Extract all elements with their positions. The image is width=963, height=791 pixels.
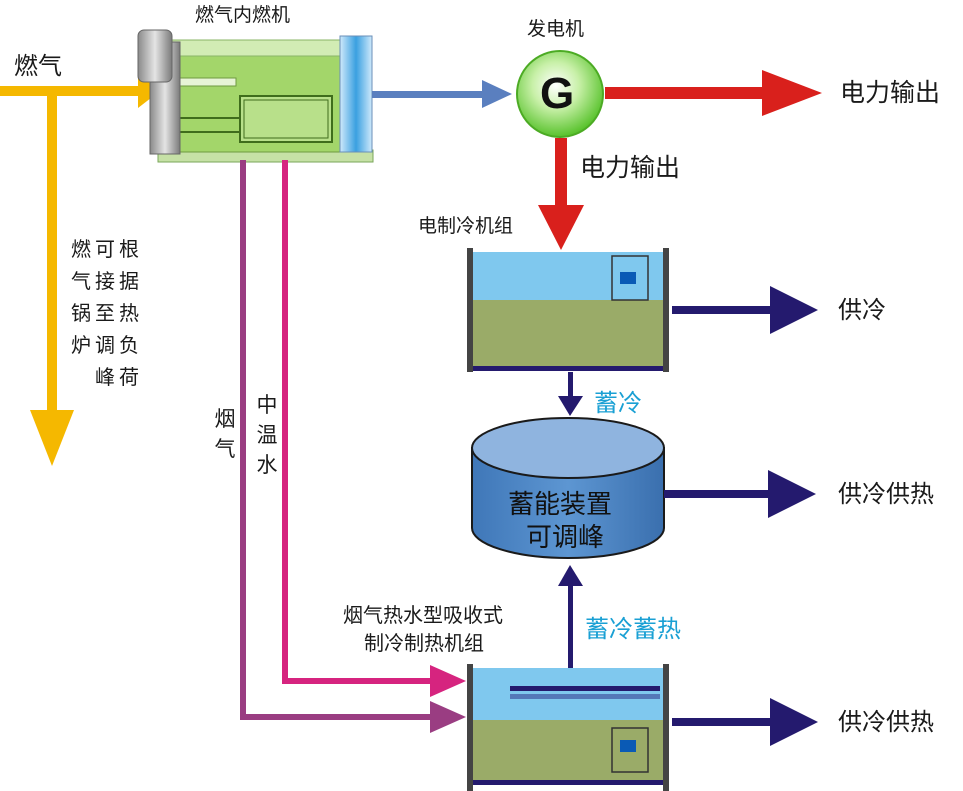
electric-chiller-label: 电制冷机组 [418,215,514,237]
engine-label: 燃气内燃机 [195,4,291,26]
mid-temp-water-label: 中温水 [256,393,278,477]
absorption-supply-arrow [672,698,818,746]
flue-gas-line [240,160,466,733]
storage-supply-arrow [664,470,816,518]
electric-chiller-unit [467,248,669,372]
boiler-note-col3: 根据热负荷 [119,237,139,389]
power-output-down-label: 电力输出 [580,153,681,182]
gas-supply-arrow [0,74,160,466]
power-output-right-arrow [605,70,822,116]
gas-in-label: 燃气 [14,52,62,80]
absorption-label-line1: 烟气热水型吸收式 [343,603,503,627]
flue-gas-label: 烟气 [214,407,236,461]
store-cool-arrow [558,372,583,416]
gas-engine [137,29,374,163]
store-cool-heat-label: 蓄冷蓄热 [585,615,681,643]
store-cool-label: 蓄冷 [594,389,642,417]
supply-cool-label: 供冷 [838,296,886,324]
generator [516,50,604,138]
generator-label: 发电机 [527,18,585,40]
store-cool-heat-arrow [558,565,583,668]
generator-symbol: G [540,69,575,118]
engine-to-generator-arrow [372,80,512,108]
storage-label-line2: 可调峰 [526,523,605,553]
storage-label-line1: 蓄能装置 [508,490,613,520]
boiler-note-col1: 燃气锅炉 [71,237,91,357]
supply-cool-heat-label: 供冷供热 [838,480,934,508]
power-output-down-arrow [538,138,584,250]
absorption-chiller-unit [467,664,669,791]
supply-cool-heat-bottom-label: 供冷供热 [838,708,934,736]
storage-tank [471,417,665,559]
absorption-label-line2: 制冷制热机组 [364,631,484,655]
mid-temp-water-line [282,160,466,697]
power-output-right-label: 电力输出 [840,78,941,107]
boiler-note-col2: 可接至调峰 [95,237,115,389]
supply-cool-arrow [672,286,818,334]
